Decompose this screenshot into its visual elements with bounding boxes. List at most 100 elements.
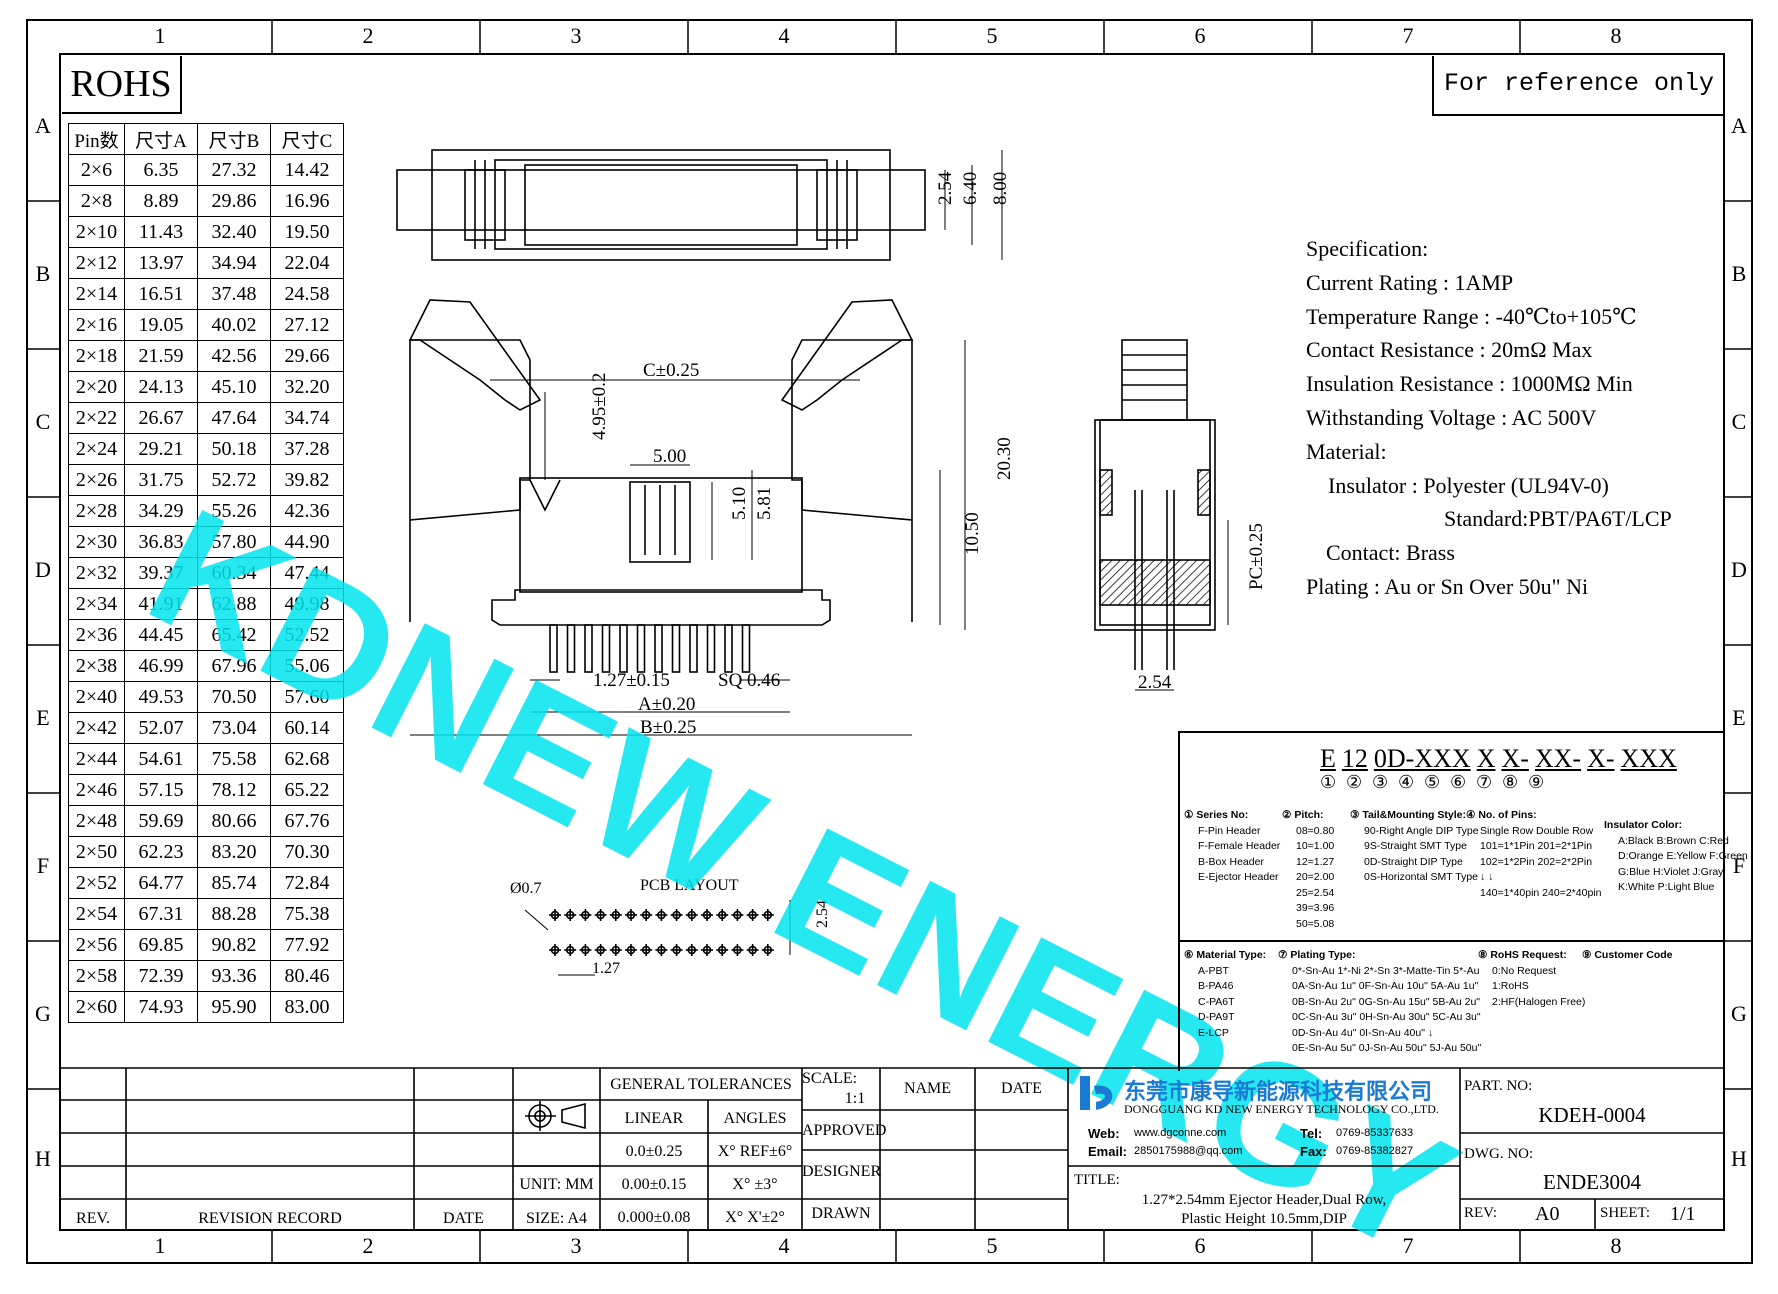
table-cell: 29.86 bbox=[197, 185, 271, 217]
code-line: 0D-Sn-Au 4u" 0I-Sn-Au 40u" ↓ bbox=[1292, 1026, 1434, 1039]
pin bbox=[654, 624, 663, 673]
scale-value: 1:1 bbox=[844, 1090, 866, 1107]
table-cell: 59.69 bbox=[124, 805, 198, 837]
table-cell: 44.90 bbox=[270, 526, 344, 558]
spec-line: Standard:PBT/PA6T/LCP bbox=[1444, 506, 1672, 532]
table-cell: 57.60 bbox=[270, 681, 344, 713]
code-line: 25=2.54 bbox=[1296, 886, 1335, 899]
grid-col-bottom: 4 bbox=[778, 1233, 790, 1258]
code-line: D:Orange E:Yellow F:Green bbox=[1618, 850, 1748, 862]
tolerance-angle: X° X'±2° bbox=[725, 1209, 785, 1226]
code-segment: X- bbox=[1587, 744, 1615, 773]
code-line: ⑧ RoHS Request: bbox=[1478, 949, 1567, 961]
table-cell: 2×48 bbox=[68, 805, 125, 837]
table-cell: 27.12 bbox=[270, 309, 344, 341]
grid-row-left: B bbox=[35, 261, 51, 286]
fax-value: 0769-85382827 bbox=[1336, 1145, 1414, 1157]
grid-col-bottom: 3 bbox=[570, 1233, 582, 1258]
table-cell: 2×16 bbox=[68, 309, 125, 341]
code-circle: ④ bbox=[1398, 772, 1415, 792]
table-cell: 64.77 bbox=[124, 867, 198, 899]
code-segment: X bbox=[1476, 744, 1496, 773]
tel-value: 0769-85337633 bbox=[1336, 1127, 1414, 1139]
web-label: Web: bbox=[1088, 1126, 1120, 1141]
dim-b: B±0.25 bbox=[640, 717, 696, 738]
spec-line: Material: bbox=[1306, 438, 1387, 464]
spec-line: Insulation Resistance : 1000MΩ Min bbox=[1306, 371, 1633, 397]
spec-line: Contact Resistance : 20mΩ Max bbox=[1306, 337, 1593, 363]
code-block-customer: ⑨ Customer Code bbox=[1582, 948, 1673, 964]
grid-row-left: G bbox=[35, 1001, 51, 1026]
table-cell: 78.12 bbox=[197, 774, 271, 806]
dim-4-95: 4.95±0.2 bbox=[589, 373, 610, 440]
top-view bbox=[396, 149, 926, 261]
table-cell: 31.75 bbox=[124, 464, 198, 496]
table-cell: 69.85 bbox=[124, 929, 198, 961]
grid-col-bottom: 1 bbox=[154, 1233, 166, 1258]
web-value: www.dgconne.com bbox=[1134, 1127, 1227, 1139]
pin bbox=[601, 624, 611, 673]
pin bbox=[549, 624, 558, 673]
code-line: ④ No. of Pins: bbox=[1466, 809, 1537, 821]
code-line: 0*-Sn-Au 1*-Ni 2*-Sn 3*-Matte-Tin 5*-Au bbox=[1292, 964, 1480, 977]
grid-row-left: C bbox=[35, 409, 51, 434]
table-cell: 42.56 bbox=[197, 340, 271, 372]
grid-row-right: A bbox=[1731, 113, 1747, 138]
table-cell: 2×22 bbox=[68, 402, 125, 434]
dim-5-81: 5.81 bbox=[754, 487, 775, 520]
table-cell: 2×26 bbox=[68, 464, 125, 496]
pin bbox=[619, 624, 628, 673]
pcb-2-54: 2.54 bbox=[814, 900, 831, 928]
table-cell: 16.51 bbox=[124, 278, 198, 310]
table-cell: 67.31 bbox=[124, 898, 198, 930]
code-circle: ⑨ bbox=[1528, 772, 1545, 792]
dim-5-00: 5.00 bbox=[653, 446, 686, 467]
code-line: ↓ ↓ bbox=[1480, 871, 1494, 883]
table-cell: 70.30 bbox=[270, 836, 344, 868]
table-cell: 19.05 bbox=[124, 309, 198, 341]
table-cell: 2×32 bbox=[68, 557, 125, 589]
pin bbox=[724, 624, 733, 673]
table-cell: 40.02 bbox=[197, 309, 271, 341]
table-cell: 57.80 bbox=[197, 526, 271, 558]
code-line: 90-Right Angle DIP Type bbox=[1364, 824, 1479, 837]
table-cell: 65.22 bbox=[270, 774, 344, 806]
code-line: 0B-Sn-Au 2u" 0G-Sn-Au 15u" 5B-Au 2u" bbox=[1292, 995, 1481, 1008]
grid-col-top: 5 bbox=[986, 23, 998, 48]
code-line: A-PBT bbox=[1198, 964, 1229, 977]
table-cell: 2×18 bbox=[68, 340, 125, 372]
code-circle: ⑤ bbox=[1424, 772, 1441, 792]
dim-2-54-side: 2.54 bbox=[1138, 672, 1172, 693]
pin bbox=[636, 624, 646, 673]
grid-row-right: H bbox=[1731, 1146, 1747, 1171]
tolerance-linear: 0.0±0.25 bbox=[625, 1143, 683, 1160]
code-segment: XXX bbox=[1620, 744, 1677, 773]
revision-record-label: REVISION RECORD bbox=[198, 1210, 342, 1227]
table-cell: 16.96 bbox=[270, 185, 344, 217]
table-cell: 34.29 bbox=[124, 495, 198, 527]
front-pins bbox=[549, 624, 751, 673]
code-line: F-Pin Header bbox=[1198, 824, 1261, 837]
code-line: E-LCP bbox=[1198, 1026, 1229, 1039]
code-segment: XX- bbox=[1534, 744, 1582, 773]
table-cell: 2×54 bbox=[68, 898, 125, 930]
table-cell: 2×8 bbox=[68, 185, 125, 217]
dwg-no-label: DWG. NO: bbox=[1464, 1146, 1534, 1162]
pcb-title: PCB LAYOUT bbox=[640, 877, 739, 894]
general-tolerances: GENERAL TOLERANCES bbox=[610, 1076, 792, 1093]
spec-line: Contact: Brass bbox=[1326, 540, 1455, 566]
rev-label-right: REV: bbox=[1464, 1205, 1498, 1221]
code-line: 101=1*1Pin 201=2*1Pin bbox=[1480, 840, 1593, 852]
code-line: B-PA46 bbox=[1198, 980, 1234, 992]
